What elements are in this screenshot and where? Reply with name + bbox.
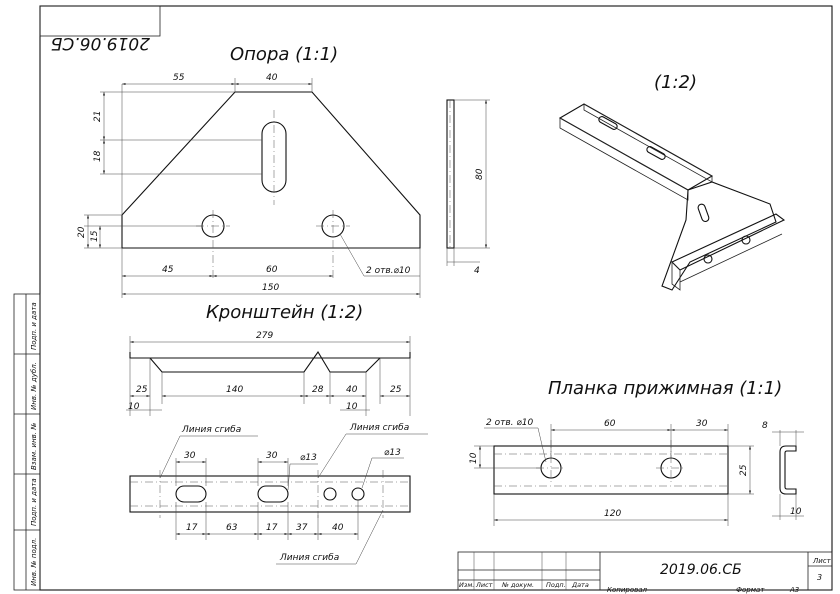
dim-holes-10: 2 отв.⌀10 bbox=[366, 266, 411, 276]
dim-10: 10 bbox=[790, 507, 802, 517]
dim-37: 37 bbox=[296, 523, 308, 533]
opora-side-view bbox=[446, 99, 455, 249]
header-cell-list: Лист bbox=[475, 581, 493, 589]
dim-8: 8 bbox=[762, 421, 768, 431]
sheet-frame bbox=[13, 5, 833, 591]
dim-25: 25 bbox=[739, 464, 749, 476]
side-label: Подп. и дата bbox=[30, 302, 38, 350]
dim-d13: ⌀13 bbox=[384, 448, 401, 458]
header-cell-izm: Изм. bbox=[459, 581, 474, 589]
side-label: Инв. № дубл. bbox=[30, 362, 38, 410]
kronshtein-hole bbox=[323, 487, 337, 501]
dim-21: 21 bbox=[93, 111, 103, 122]
dim-40: 40 bbox=[266, 73, 278, 83]
fold-line-label: Линия сгиба bbox=[279, 553, 339, 563]
fold-line-label: Линия сгиба bbox=[181, 425, 241, 435]
kronshtein-view: Кронштейн (1:2) 279 25 10 140 28 40 10 2… bbox=[126, 302, 428, 565]
dim-17: 17 bbox=[186, 523, 198, 533]
dim-60: 60 bbox=[604, 419, 616, 429]
dim-30: 30 bbox=[184, 451, 196, 461]
dim-40: 40 bbox=[332, 523, 344, 533]
dim-63: 63 bbox=[226, 523, 238, 533]
header-cell-date: Дата bbox=[571, 581, 589, 589]
dim-10: 10 bbox=[128, 402, 140, 412]
dim-45: 45 bbox=[162, 265, 174, 275]
kronshtein-hole bbox=[351, 487, 365, 501]
dim-4: 4 bbox=[474, 266, 480, 276]
mirrored-stamp-code: 2019.06.СБ bbox=[51, 33, 150, 53]
dim-150: 150 bbox=[262, 283, 279, 293]
opora-title: Опора (1:1) bbox=[230, 44, 338, 65]
dim-18: 18 bbox=[93, 150, 103, 162]
dim-15: 15 bbox=[90, 230, 100, 242]
stamp-code: 2019.06.СБ bbox=[660, 562, 742, 578]
side-stamp-labels: Подп. и дата Инв. № дубл. Взам. инв. № П… bbox=[30, 302, 38, 586]
dim-d13: ⌀13 bbox=[300, 453, 317, 463]
dim-10: 10 bbox=[346, 402, 358, 412]
dim-30: 30 bbox=[696, 419, 708, 429]
dim-10: 10 bbox=[469, 452, 479, 464]
planka-profile bbox=[779, 445, 797, 495]
dim-55: 55 bbox=[173, 73, 185, 83]
copied-label: Копировал bbox=[607, 586, 648, 594]
planka-title: Планка прижимная (1:1) bbox=[548, 378, 782, 399]
kronshtein-slot bbox=[257, 485, 289, 503]
header-cell-sign: Подп. bbox=[546, 581, 566, 589]
side-label: Взам. инв. № bbox=[30, 422, 38, 470]
mirrored-stamp: 2019.06.СБ bbox=[39, 5, 161, 53]
header-cell-doc: № докум. bbox=[501, 581, 534, 589]
title-block: 2019.06.СБ Лист 3 Изм. Лист № докум. Под… bbox=[457, 551, 833, 594]
iso-view: (1:2) bbox=[558, 72, 786, 291]
dim-25: 25 bbox=[390, 385, 402, 395]
dim-40: 40 bbox=[346, 385, 358, 395]
dim-80: 80 bbox=[475, 168, 485, 180]
fold-line-label: Линия сгиба bbox=[349, 423, 409, 433]
dim-120: 120 bbox=[604, 509, 621, 519]
planka-outline bbox=[493, 445, 729, 495]
dim-28: 28 bbox=[312, 385, 324, 395]
iso-title: (1:2) bbox=[654, 72, 697, 93]
format-label: Формат bbox=[736, 586, 765, 594]
sheet-label: Лист bbox=[812, 557, 832, 565]
dim-holes-10: 2 отв. ⌀10 bbox=[486, 418, 534, 428]
side-label: Подп. и дата bbox=[30, 478, 38, 526]
kronshtein-flat bbox=[129, 475, 411, 513]
opora-plate-outline bbox=[121, 91, 421, 249]
side-label: Инв. № подл. bbox=[30, 538, 38, 586]
kronshtein-title: Кронштейн (1:2) bbox=[206, 302, 363, 323]
planka-view: Планка прижимная (1:1) 60 30 2 отв. ⌀10 … bbox=[469, 378, 804, 526]
dim-30: 30 bbox=[266, 451, 278, 461]
dim-140: 140 bbox=[226, 385, 243, 395]
sheet-number: 3 bbox=[817, 573, 822, 582]
format-value: А3 bbox=[789, 586, 799, 594]
dim-279: 279 bbox=[256, 331, 273, 341]
kronshtein-slot bbox=[175, 485, 207, 503]
dim-20: 20 bbox=[77, 226, 87, 238]
dim-25: 25 bbox=[136, 385, 148, 395]
dim-17: 17 bbox=[266, 523, 278, 533]
dim-60: 60 bbox=[266, 265, 278, 275]
opora-view: Опора (1:1) 55 40 21 18 20 15 bbox=[77, 44, 490, 298]
